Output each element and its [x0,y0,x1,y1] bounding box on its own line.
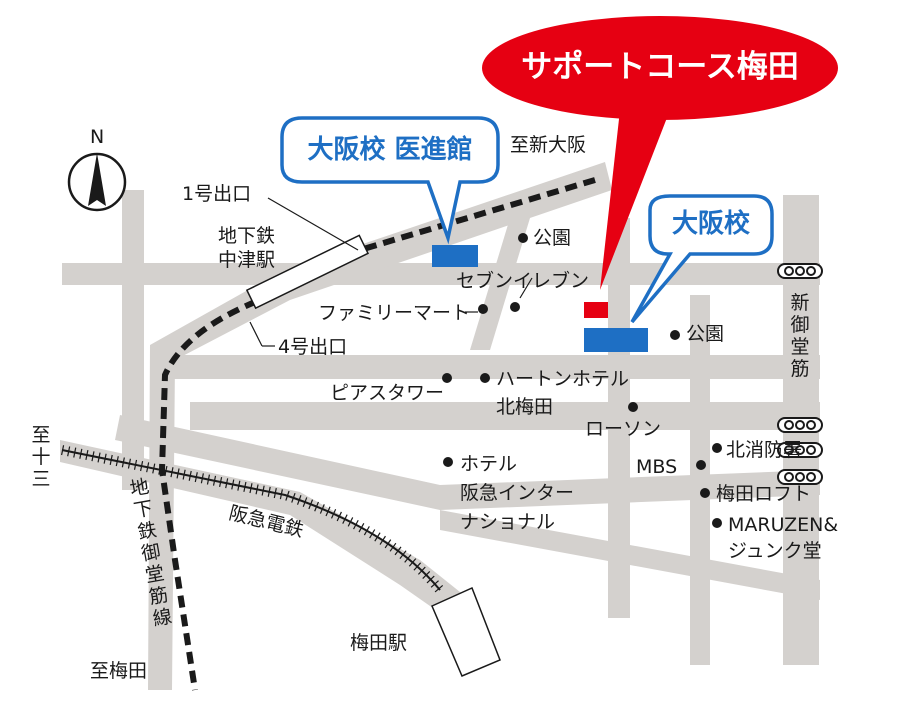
signal-icon [777,469,823,485]
support-course-title: サポートコース梅田 [521,49,799,85]
north-label: N [90,126,105,148]
road-left-vertical [122,190,144,490]
leader-lines [249,197,533,347]
park-east-label: 公園 [686,323,725,345]
landmark-dot [712,518,722,528]
hankyu-railway [61,445,444,594]
lawson-label: ローソン [585,418,662,440]
exit1-label: 1号出口 [182,183,252,205]
fire-station-label: 北消防署 [726,439,803,461]
signal-icon [777,417,823,433]
landmark-dot [670,330,680,340]
landmark-dot [696,460,706,470]
nakatsu-station-platform [245,234,370,310]
mbs-label: MBS [636,456,678,478]
road-umeda-diagonal [440,510,820,600]
callout-osaka-iseikan [280,116,500,245]
landmark-dot [700,488,710,498]
umeda-loft-label: 梅田ロフト [716,483,812,505]
callout-support-course [482,16,838,290]
osaka-iseikan-marker[interactable] [432,245,478,267]
landmark-dot [510,302,520,312]
landmark-dot [443,457,453,467]
to-shin-osaka-label: 至新大阪 [510,134,587,156]
midosuji-subway-line [158,177,596,691]
signal-icon [777,442,823,458]
osaka-iseikan-title: 大阪校 医進館 [307,135,473,165]
nakatsu-station-label: 地下鉄 中津駅 [218,225,276,271]
landmark-dot [480,373,490,383]
to-juso-label: 至十三 [31,424,51,490]
osaka-school-title: 大阪校 [671,209,750,239]
road-top-horizontal [62,263,820,285]
maruzen-label: MARUZEN& ジュンク堂 [728,514,839,562]
support-course-marker[interactable] [584,302,608,318]
hotel-hankyu-label: ホテル 阪急インター ナショナル [460,453,575,533]
signal-icon [777,263,823,279]
umeda-station-label: 梅田駅 [350,632,408,654]
familymart-label: ファミリーマート [318,302,471,324]
osaka-school-marker[interactable] [584,328,648,352]
road-mid-horizontal-2 [190,402,820,430]
park-north-label: 公園 [533,227,572,249]
landmark-dot [518,233,528,243]
umeda-station-building [431,586,501,677]
pias-tower-label: ピアスタワー [330,382,445,404]
road-south-diagonal [115,415,820,510]
road-center-vertical [608,218,630,618]
exit4-label: 4号出口 [278,336,348,358]
road-north-diagonal [470,218,530,350]
landmark-dot [478,304,488,314]
landmark-dot [712,443,722,453]
kita-umeda-label: 北梅田 [496,396,554,418]
traffic-signals [777,263,823,485]
shin-midosuji-label: 新御堂筋 [790,292,810,380]
hearton-hotel-label: ハートンホテル [496,368,630,390]
landmark-dot [628,402,638,412]
landmark-dot [442,373,452,383]
callout-osaka-school [630,194,774,324]
north-arrow-icon [67,152,127,212]
to-umeda-label: 至梅田 [90,660,148,682]
seven-eleven-label: セブンイレブン [456,270,590,292]
